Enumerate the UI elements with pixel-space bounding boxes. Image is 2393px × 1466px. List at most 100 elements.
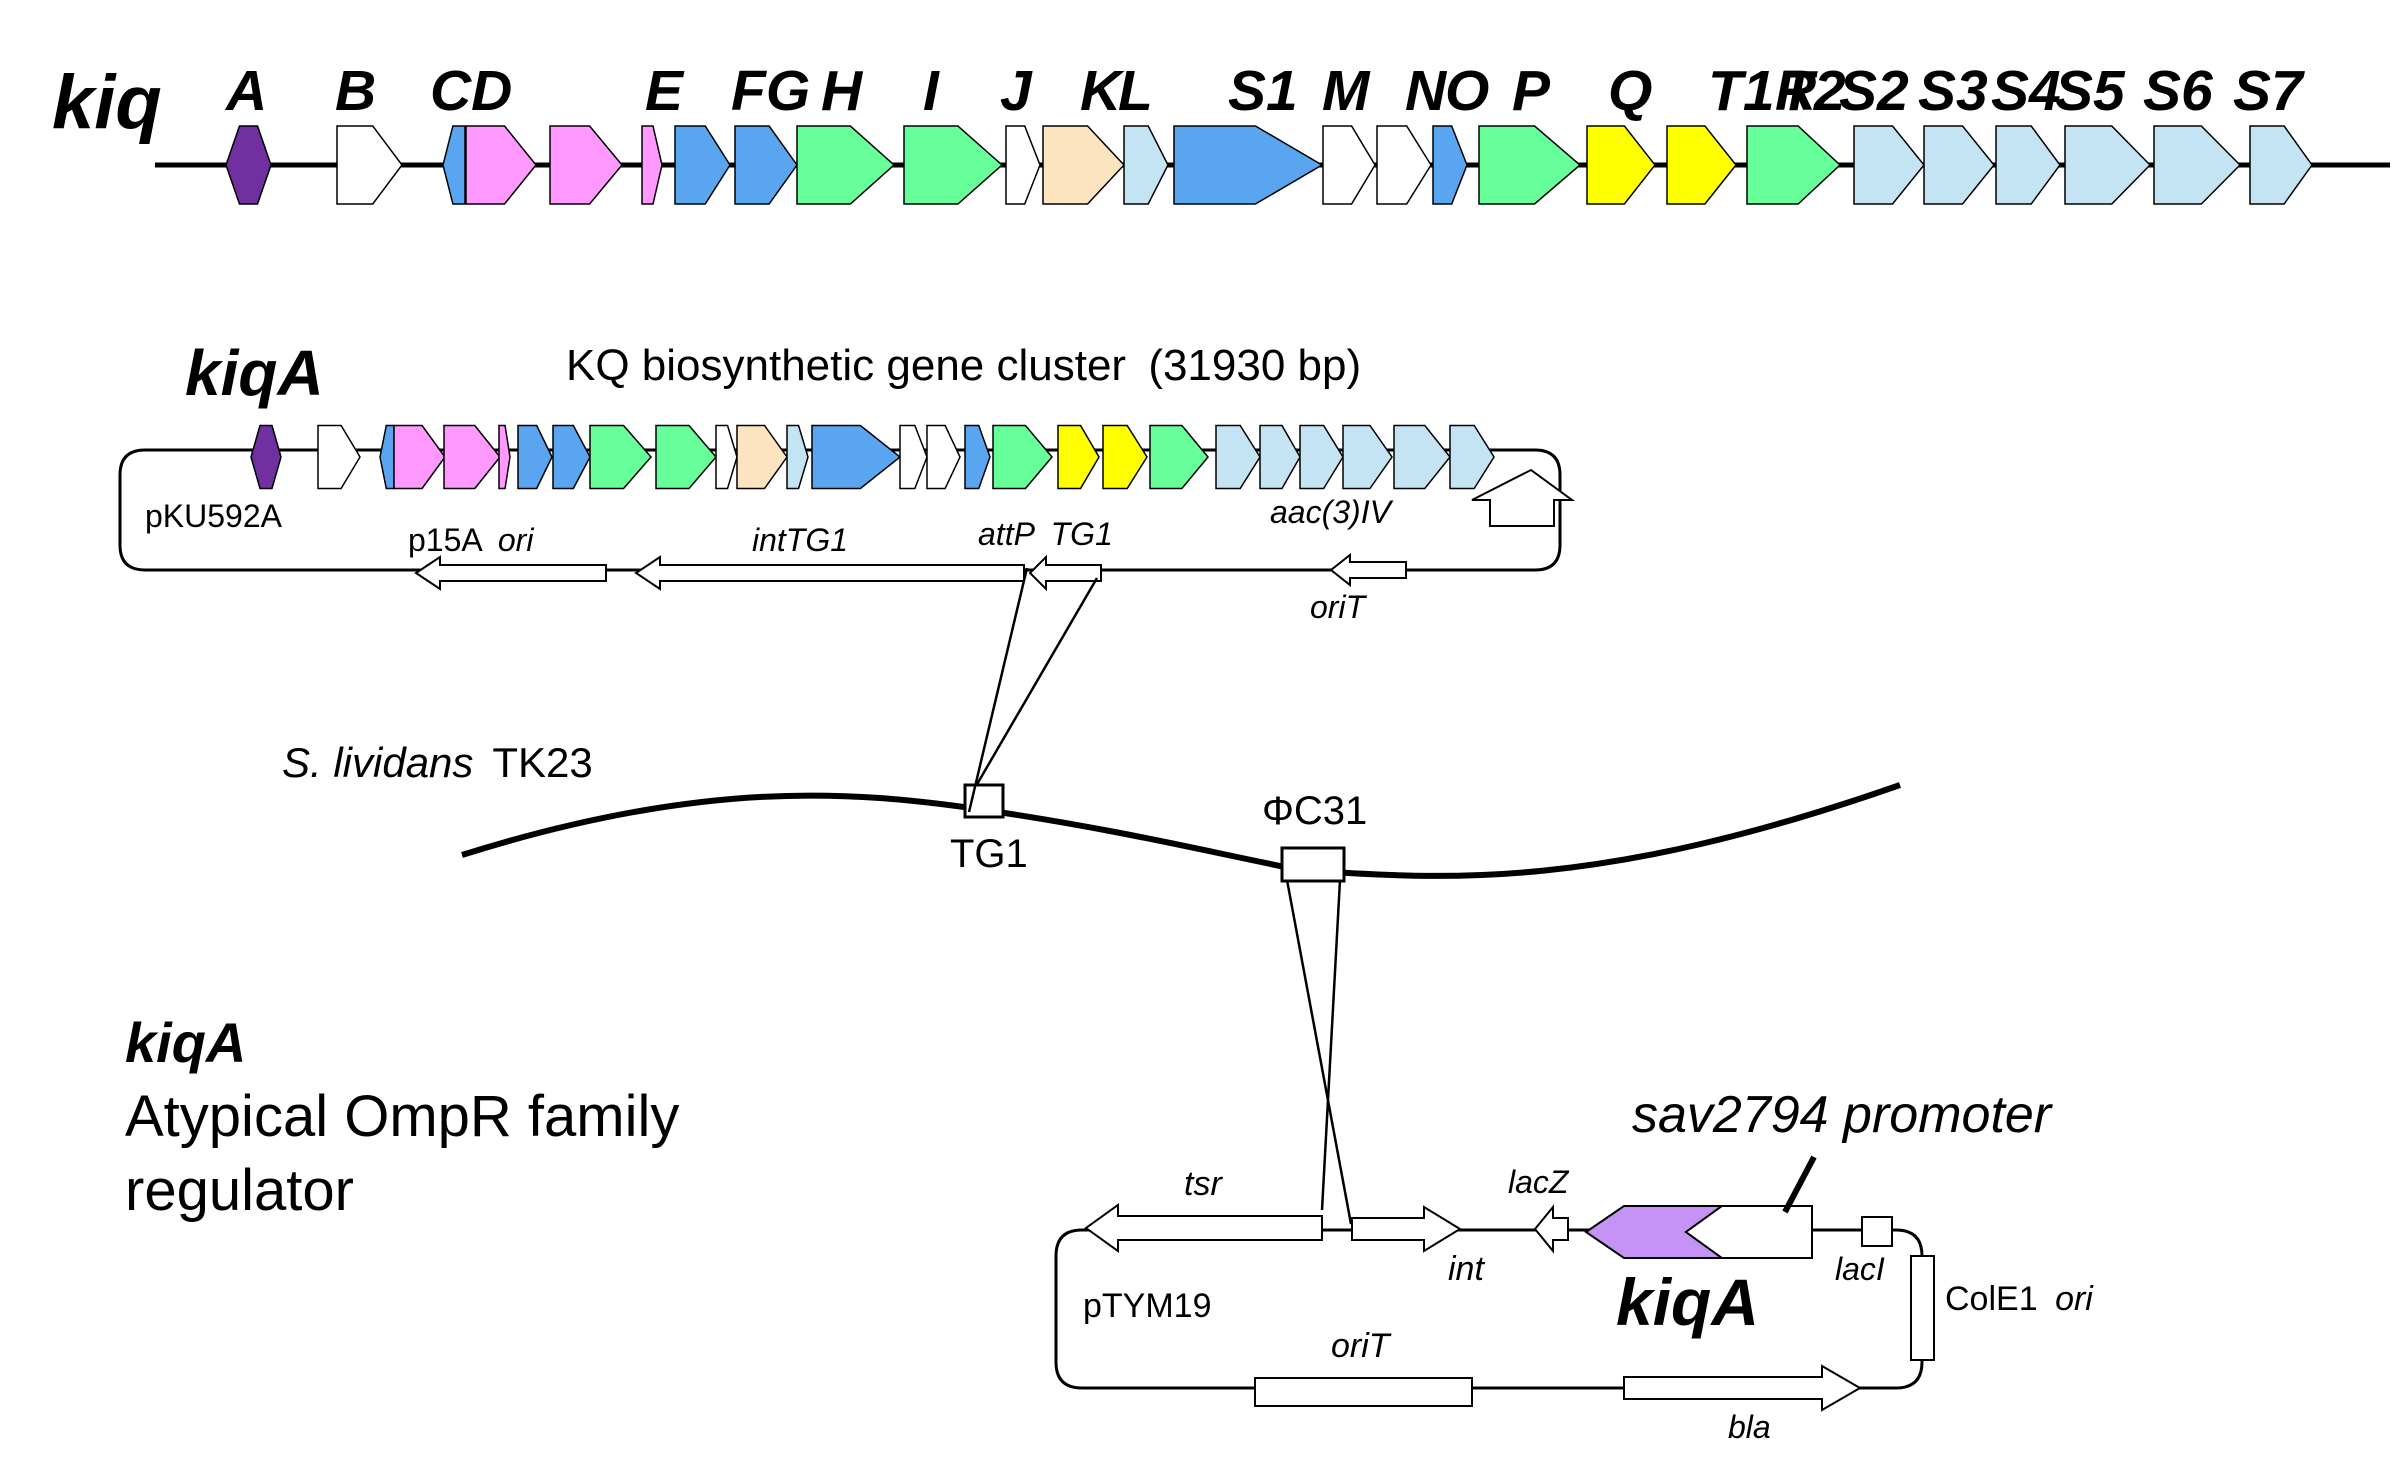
kiq-gene-arrow-21: [1746, 125, 1842, 205]
kiq-gene-arrow-8: [734, 125, 798, 205]
kiq-gene-arrow-22: [1853, 125, 1925, 205]
kiq-gene-label-24: S6: [2143, 59, 2213, 123]
kiq-gene-arrow-7: [674, 125, 731, 205]
strain-text: TK23: [492, 739, 592, 786]
regulator-legend: kiqA Atypical OmpR family regulator: [125, 1011, 679, 1223]
p1-gene-arrow-24: [1299, 424, 1344, 490]
legend-gene-name: kiqA: [125, 1011, 246, 1074]
kiq-gene-label-12: M: [1322, 59, 1371, 123]
plasmid1-oriT-label: oriT: [1310, 589, 1368, 625]
p1-gene-arrow-19: [1057, 424, 1100, 490]
kiq-gene-label-11: S1: [1228, 59, 1298, 123]
kiq-gene-label-9: K: [1080, 59, 1125, 123]
kiqA-heading: kiqA: [185, 337, 324, 409]
intTG1-label: intTG1: [752, 522, 848, 558]
p1-gene-arrow-26: [1393, 424, 1451, 490]
kiq-gene-label-1: A: [224, 59, 267, 123]
cole1-text: ColE1: [1945, 1280, 2038, 1318]
kiq-gene-arrow-14: [1173, 125, 1324, 205]
p1-gene-arrow-13: [786, 424, 809, 490]
p1-gene-arrow-7: [517, 424, 553, 490]
intTG1-arrow: [634, 555, 1025, 591]
kiq-gene-label-21: S3: [1918, 59, 1988, 123]
kiq-gene-arrow-13: [1123, 125, 1169, 205]
promoter-pointer: [1782, 1155, 1817, 1214]
kiq-gene-label-6: H: [821, 59, 864, 123]
kiq-gene-arrow-6: [641, 125, 663, 205]
kiq-gene-label-17: T1: [1708, 59, 1775, 123]
p1-gene-arrow-5: [443, 424, 501, 490]
p15a-ori-arrow: [414, 555, 607, 591]
kiq-gene-arrow-18: [1478, 125, 1582, 205]
kiq-gene-label-10: L: [1118, 59, 1153, 123]
p1-gene-arrow-23: [1259, 424, 1301, 490]
p1-gene-arrow-4: [393, 424, 446, 490]
kiq-gene-arrow-15: [1322, 125, 1376, 205]
kiq-gene-label-22: S4: [1991, 59, 2061, 123]
plasmid2-backbone: [1054, 1228, 1924, 1390]
lacI-box: [1861, 1216, 1893, 1247]
kiq-gene-label-13: N: [1405, 59, 1448, 123]
p1-gene-arrow-20: [1102, 424, 1148, 490]
kiq-gene-label-23: S5: [2055, 59, 2126, 123]
kiq-gene-arrow-17: [1432, 125, 1468, 205]
chromosome: S. lividans TK23 TG1 ΦC31: [282, 739, 1901, 883]
p1-gene-arrow-11: [715, 424, 738, 490]
kiq-gene-label-25: S7: [2233, 59, 2305, 123]
p1-gene-arrow-16: [926, 424, 961, 490]
plasmid2-name: pTYM19: [1083, 1287, 1212, 1325]
plasmid-pKU592A: kiqA KQ biosynthetic gene cluster (31930…: [118, 337, 1576, 625]
phic31-site-box: [1280, 846, 1346, 883]
tsr-label: tsr: [1184, 1165, 1223, 1203]
species-text: S. lividans: [282, 739, 473, 786]
plasmid1-cluster-arrows: [250, 424, 1495, 490]
cluster-size: (31930 bp): [1148, 341, 1361, 390]
lacZ-arrow: [1533, 1204, 1569, 1254]
kiq-gene-arrow-10: [903, 125, 1004, 205]
kiq-gene-arrow-2: [336, 125, 403, 205]
bla-label: bla: [1728, 1409, 1771, 1445]
kiq-gene-arrow-4: [465, 125, 537, 205]
legend-line1: Atypical OmpR family: [125, 1084, 679, 1149]
kiq-gene-arrow-3: [442, 125, 466, 205]
p1-gene-arrow-6: [498, 424, 511, 490]
tg1-site-box: [963, 783, 1005, 819]
plasmid2-oriT-label: oriT: [1331, 1327, 1392, 1365]
attP-TG1-arrow: [1028, 554, 1102, 592]
tsr-arrow: [1084, 1203, 1323, 1253]
attP-text: attP: [978, 516, 1036, 552]
chromosome-line: [461, 782, 1901, 879]
plasmid-pTYM19: pTYM19 tsr int lacZ sav2794 promoter kiq…: [1054, 1086, 2094, 1445]
kiq-gene-arrow-25: [2064, 125, 2152, 205]
kiq-gene-arrow-20: [1666, 125, 1737, 205]
p1-gene-arrow-25: [1342, 424, 1393, 490]
cole1-ori-text: ori: [2055, 1280, 2094, 1318]
kiq-gene-arrows: [225, 125, 2313, 205]
kiq-gene-arrow-12: [1042, 125, 1126, 205]
p1-gene-arrow-3: [379, 424, 395, 490]
lacI-label: lacI: [1835, 1251, 1885, 1287]
kiqA-gene-label: kiqA: [1616, 1265, 1759, 1339]
bla-arrow: [1623, 1364, 1862, 1412]
plasmid1-oriT-arrow: [1329, 552, 1407, 588]
kiq-cluster-title: kiq: [52, 60, 162, 145]
kiq-gene-label-16: Q: [1608, 59, 1652, 123]
kiq-gene-label-20: S2: [1839, 59, 1909, 123]
promoter-label: sav2794 promoter: [1632, 1086, 2054, 1144]
p1-gene-arrow-12: [736, 424, 788, 490]
kiq-gene-arrow-16: [1376, 125, 1432, 205]
p1-gene-arrow-14: [811, 424, 902, 490]
p15a-text: p15A: [408, 522, 483, 558]
kiq-gene-label-2: B: [335, 59, 376, 123]
plasmid1-up-arrow: [1471, 468, 1576, 527]
p1-gene-arrow-10: [655, 424, 717, 490]
kiq-gene-label-8: J: [1000, 59, 1033, 123]
tg1-recombination-lines: [967, 567, 1099, 813]
plasmid1-name: pKU592A: [145, 498, 283, 534]
legend-line2: regulator: [125, 1158, 354, 1223]
kiq-gene-arrow-11: [1005, 125, 1041, 205]
kiq-gene-label-19: R: [1775, 59, 1816, 123]
